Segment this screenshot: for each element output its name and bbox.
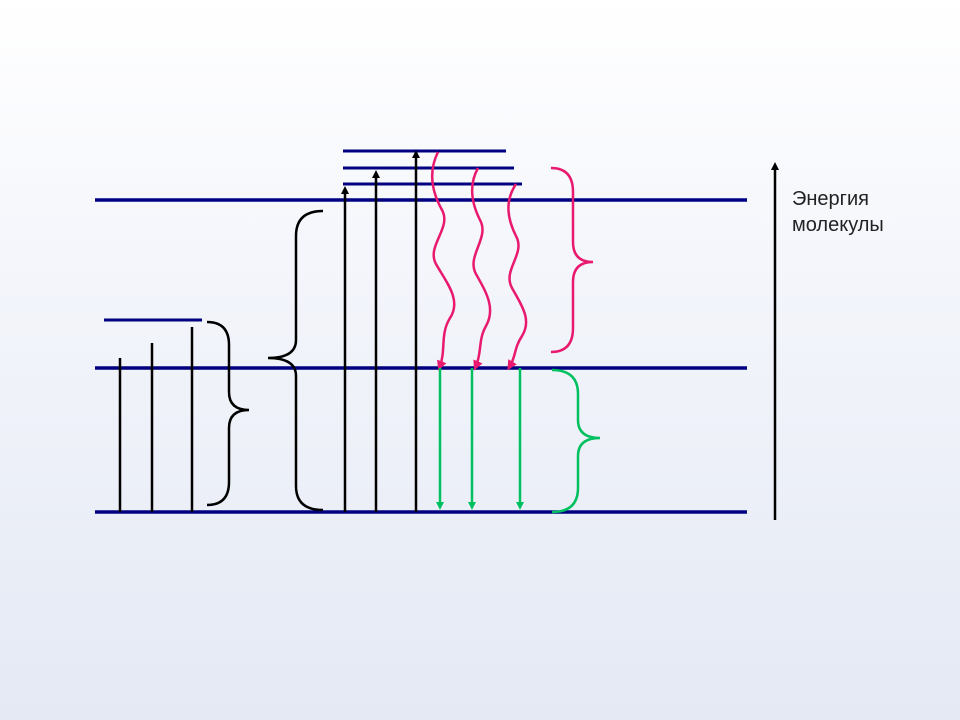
relaxation-arrow-1: [430, 151, 456, 371]
middle-brace: [267, 209, 324, 512]
energy-axis-label-line1: Энергия: [792, 188, 869, 210]
relaxation-arrow-3: [507, 183, 528, 371]
energy-axis-label-line2: молекулы: [792, 214, 884, 236]
fluorescence-brace: [551, 368, 601, 514]
relaxation-arrow-2: [470, 167, 492, 371]
energy-axis-label: Энергия молекулы: [792, 186, 884, 238]
relaxation-brace: [550, 166, 594, 354]
left-brace: [206, 320, 250, 507]
